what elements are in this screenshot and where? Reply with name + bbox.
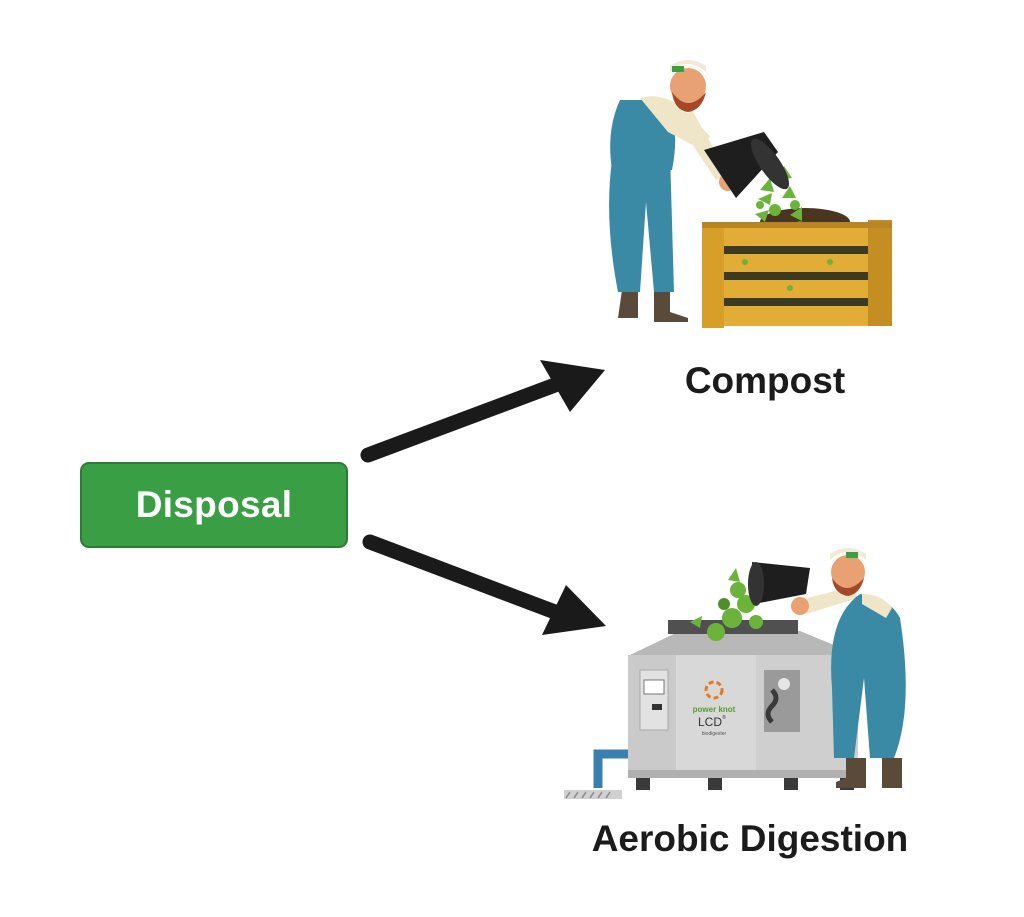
arrow-to-aerobic-digestion bbox=[362, 534, 606, 635]
plant-clippings bbox=[755, 166, 804, 229]
farmer-aerobic bbox=[748, 548, 906, 788]
biodigester-machine: power knot LCD ® biodigester bbox=[628, 620, 858, 790]
svg-text:LCD: LCD bbox=[698, 715, 722, 729]
disposal-node: Disposal bbox=[80, 462, 348, 548]
svg-text:power knot: power knot bbox=[693, 705, 736, 714]
aerobic-digestion-illustration: power knot LCD ® biodigester bbox=[564, 548, 906, 799]
svg-text:®: ® bbox=[722, 714, 726, 721]
svg-text:biodigester: biodigester bbox=[702, 731, 727, 737]
disposal-label: Disposal bbox=[135, 484, 293, 525]
compost-crate bbox=[702, 220, 892, 328]
power-knot-logo: power knot LCD ® biodigester bbox=[693, 680, 736, 737]
compost-label: Compost bbox=[684, 360, 846, 401]
arrow-to-compost bbox=[360, 360, 605, 463]
aerobic-digestion-label: Aerobic Digestion bbox=[591, 818, 909, 859]
farmer-compost bbox=[609, 60, 790, 322]
compost-illustration bbox=[609, 60, 892, 328]
plant-clippings-machine bbox=[690, 568, 763, 641]
